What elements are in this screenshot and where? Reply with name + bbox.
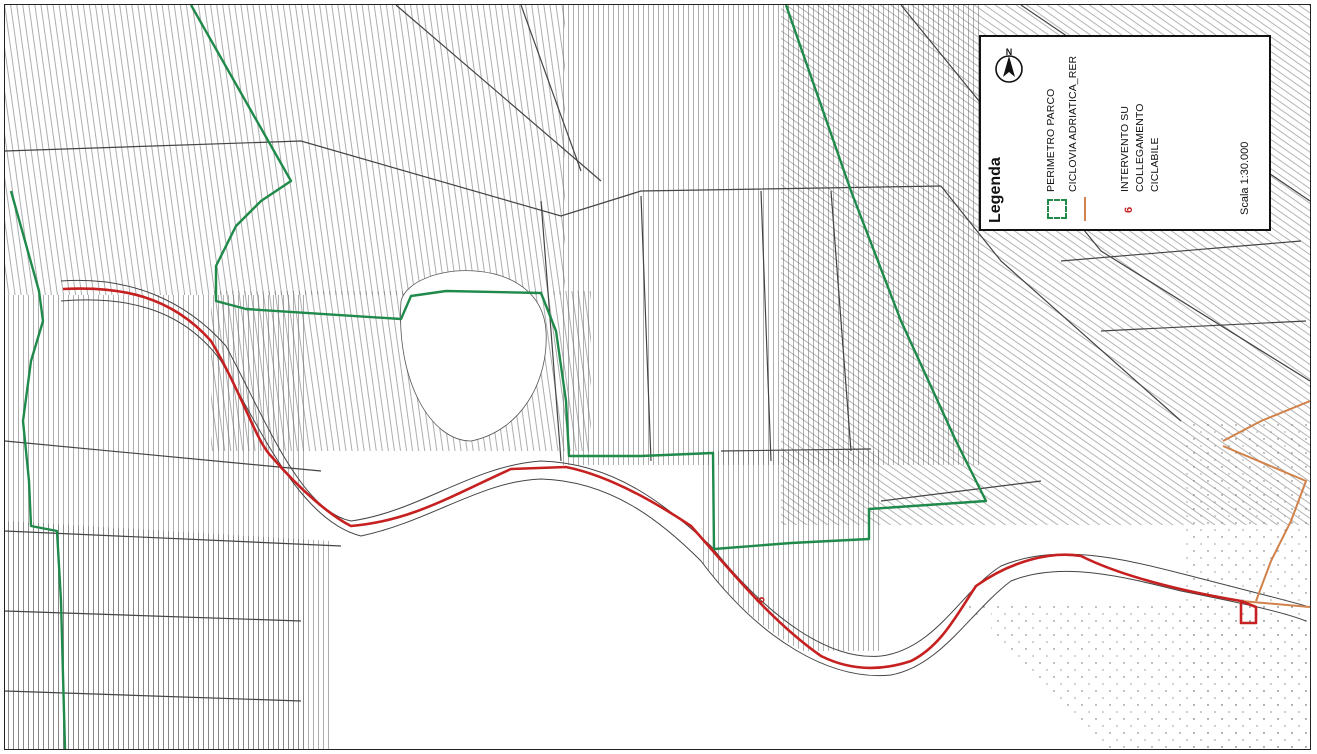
map-legend: N Legenda PERIMETRO PARCO CICLOVIA ADRIA… (979, 35, 1271, 231)
legend-ciclovia-symbol (1084, 197, 1086, 221)
legend-intervention-line-1: INTERVENTO SU (1119, 105, 1131, 192)
north-arrow-icon: N (991, 47, 1027, 87)
ciclovia-adriatica-route (1222, 400, 1310, 608)
basemap-open-areas (331, 270, 991, 749)
legend-intervention-line-3: CICLABILE (1149, 137, 1161, 192)
legend-intervention-number: 6 (1123, 206, 1135, 213)
map-frame: 6 N Legenda PERIMETRO PARCO CICLOVIA ADR… (4, 4, 1311, 750)
svg-text:N: N (1006, 47, 1013, 57)
legend-intervention-line-2: COLLEGAMENTO (1134, 103, 1146, 192)
park-perimeter (9, 5, 988, 749)
map-scale: Scala 1:30.000 (1239, 141, 1251, 215)
legend-title: Legenda (987, 157, 1004, 223)
river-banks (60, 279, 1307, 677)
intervention-number-label: 6 (753, 596, 768, 604)
legend-ciclovia-label: CICLOVIA ADRIATICA_RER (1067, 55, 1079, 192)
legend-park-perimeter-symbol (1047, 199, 1067, 219)
intervention-route (62, 287, 1258, 670)
legend-park-perimeter-label: PERIMETRO PARCO (1045, 88, 1057, 192)
